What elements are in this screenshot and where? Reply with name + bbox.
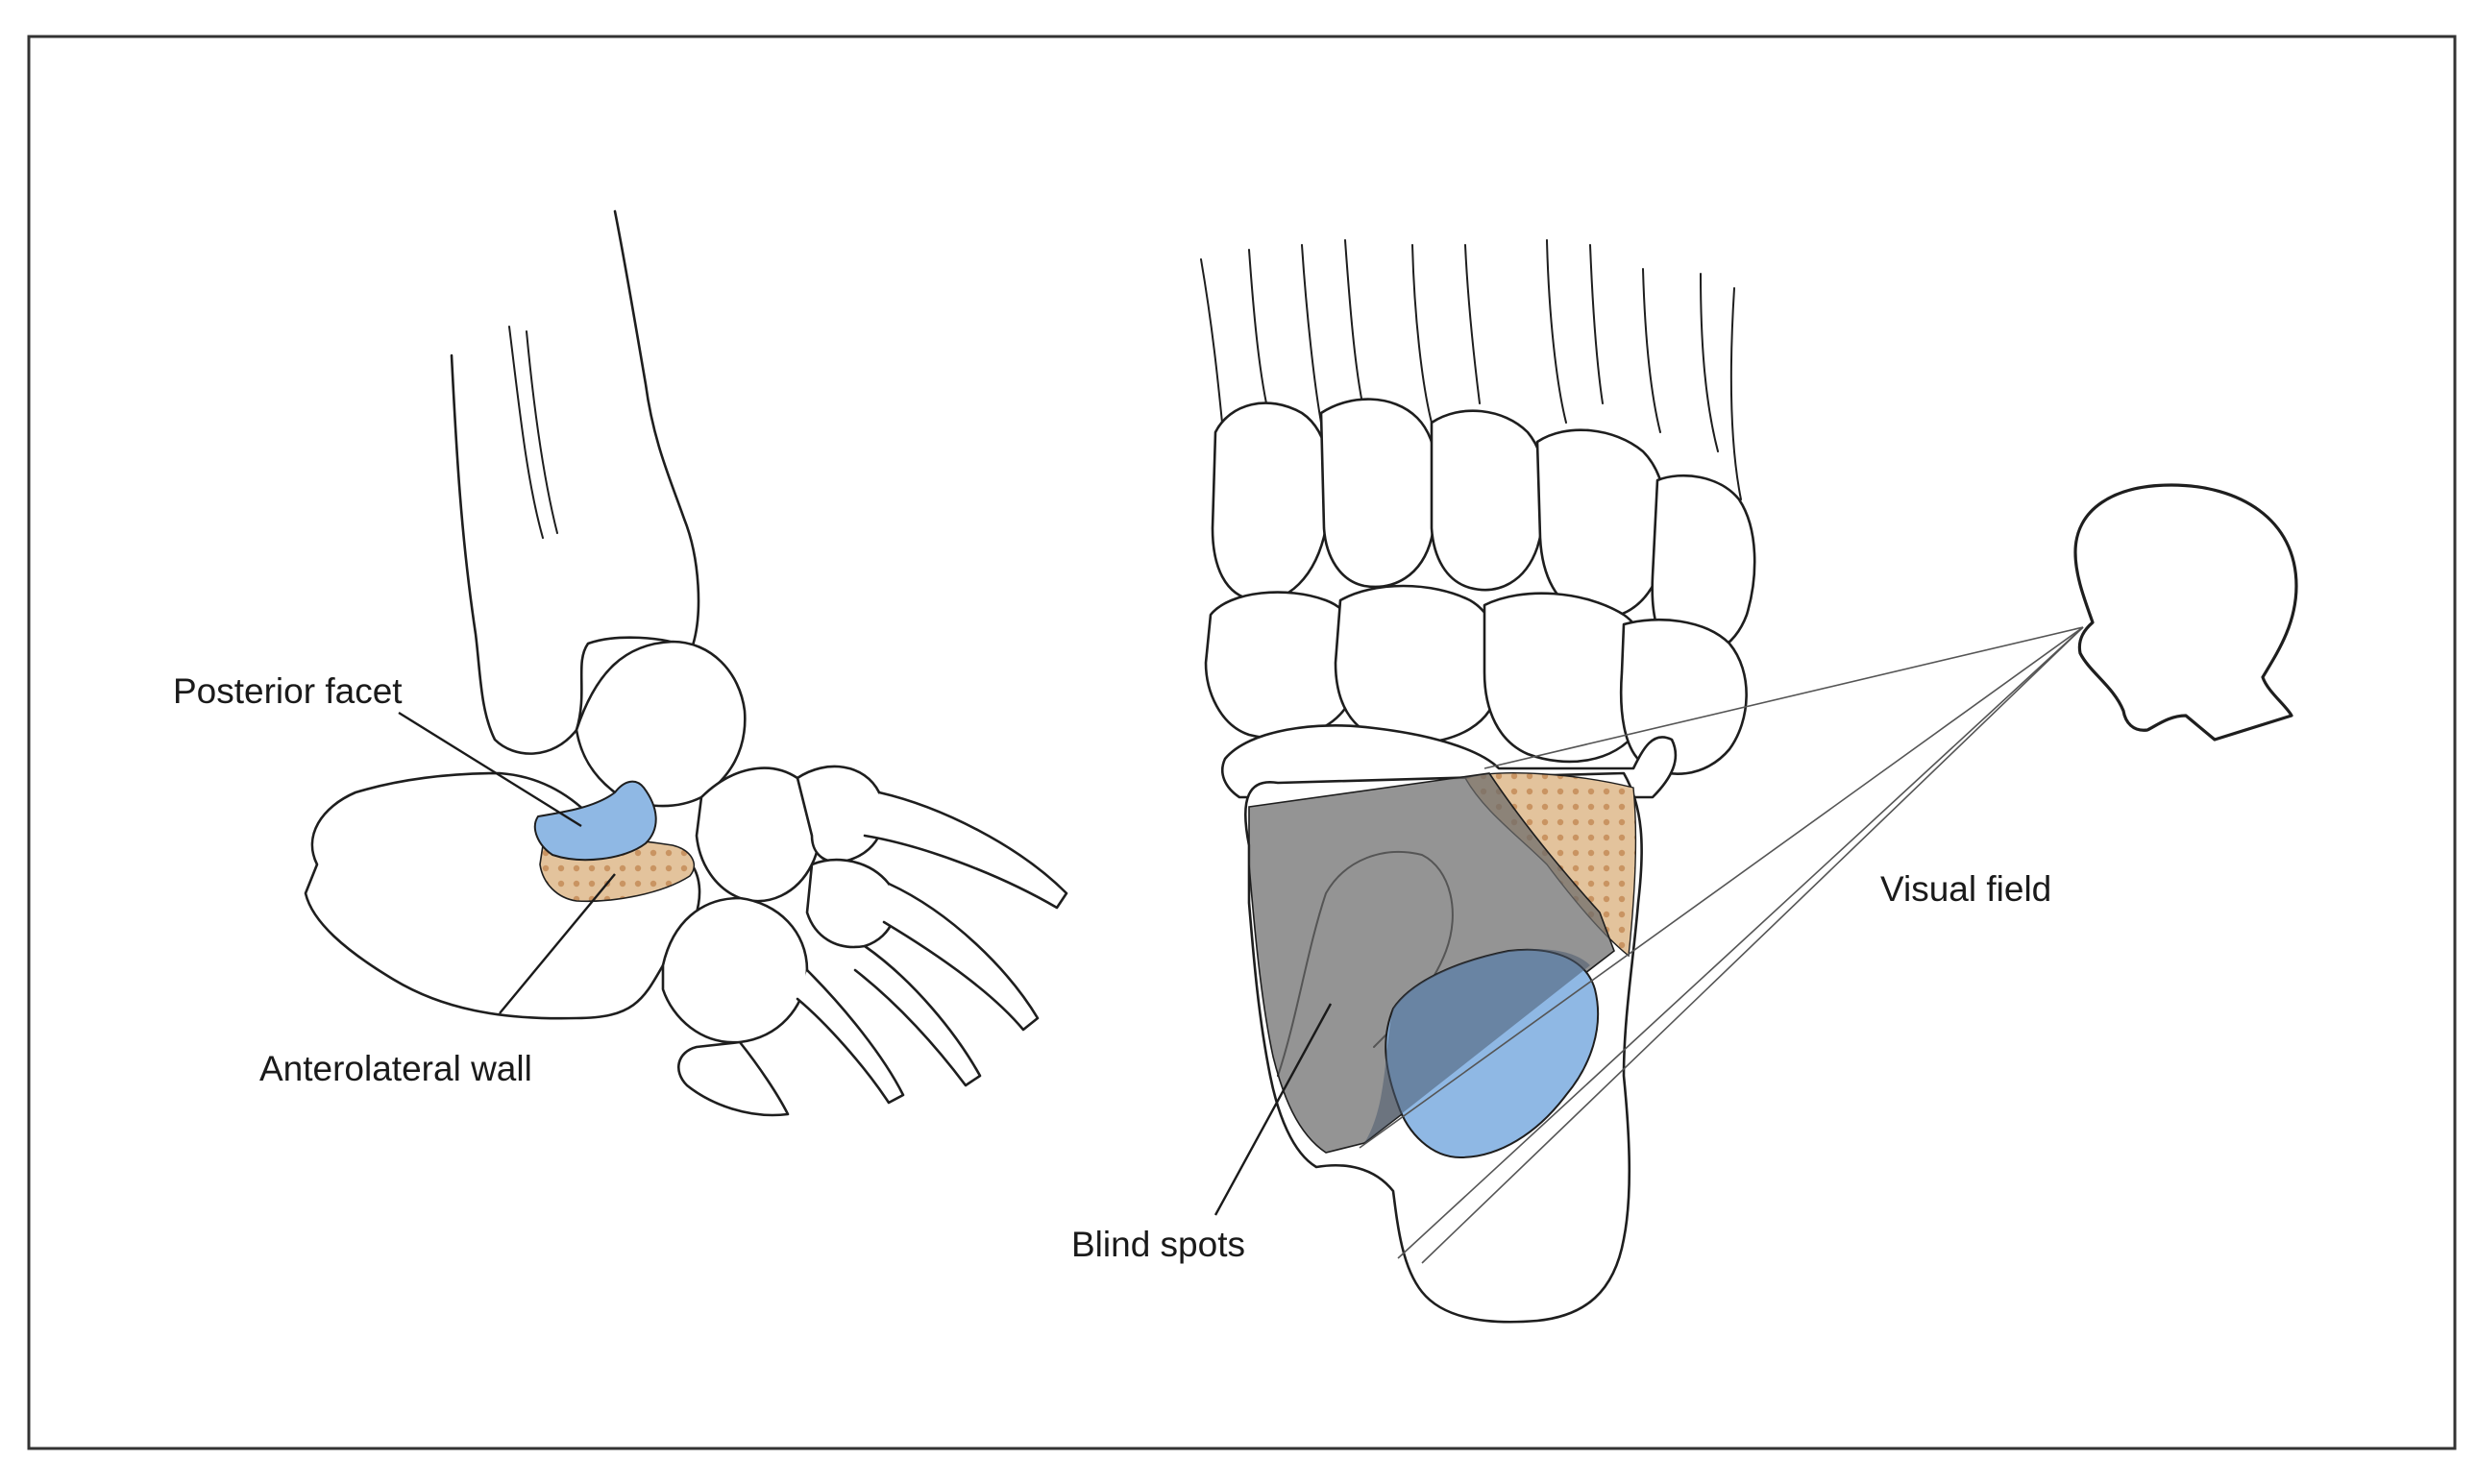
metatarsal-2 xyxy=(882,882,1040,1032)
label-posterior-facet: Posterior facet xyxy=(173,671,403,711)
cuboid-bone xyxy=(661,896,809,1044)
metatarsal-1 xyxy=(863,791,1068,910)
midfoot-bone-4 xyxy=(1535,428,1669,620)
tibia-bone xyxy=(450,209,700,755)
midfoot-bone-3 xyxy=(1430,409,1548,592)
blind-spots-leader xyxy=(1213,1003,1333,1216)
sight-lines xyxy=(1359,626,2084,1264)
posterior-facet-region xyxy=(533,780,657,862)
metatarsal-3 xyxy=(853,944,982,1087)
label-visual-field: Visual field xyxy=(1880,869,2051,909)
posterior-view-illustration: Blind spots Visual field xyxy=(1071,239,2084,1324)
anterolateral-wall-leader xyxy=(499,873,616,1014)
metatarsal-4 xyxy=(796,968,905,1105)
posterior-facet-leader xyxy=(398,711,582,828)
frame-border xyxy=(27,35,2457,1450)
head-profile-icon xyxy=(2073,483,2298,742)
metatarsal-lines xyxy=(1200,239,1742,500)
fibula-bone xyxy=(508,326,558,539)
lateral-foot-illustration: Posterior facet Anterolateral wall xyxy=(173,209,1068,1117)
label-anterolateral-wall: Anterolateral wall xyxy=(259,1049,532,1088)
midfoot-bone-9 xyxy=(1619,618,1748,775)
label-blind-spots: Blind spots xyxy=(1071,1225,1245,1264)
midfoot-bone-7 xyxy=(1334,584,1502,745)
blind-spot-overlap xyxy=(1364,949,1590,1143)
metatarsal-5 xyxy=(677,1040,790,1117)
blind-spot-shade xyxy=(1248,772,1615,1154)
midfoot-bone-2 xyxy=(1319,398,1439,589)
